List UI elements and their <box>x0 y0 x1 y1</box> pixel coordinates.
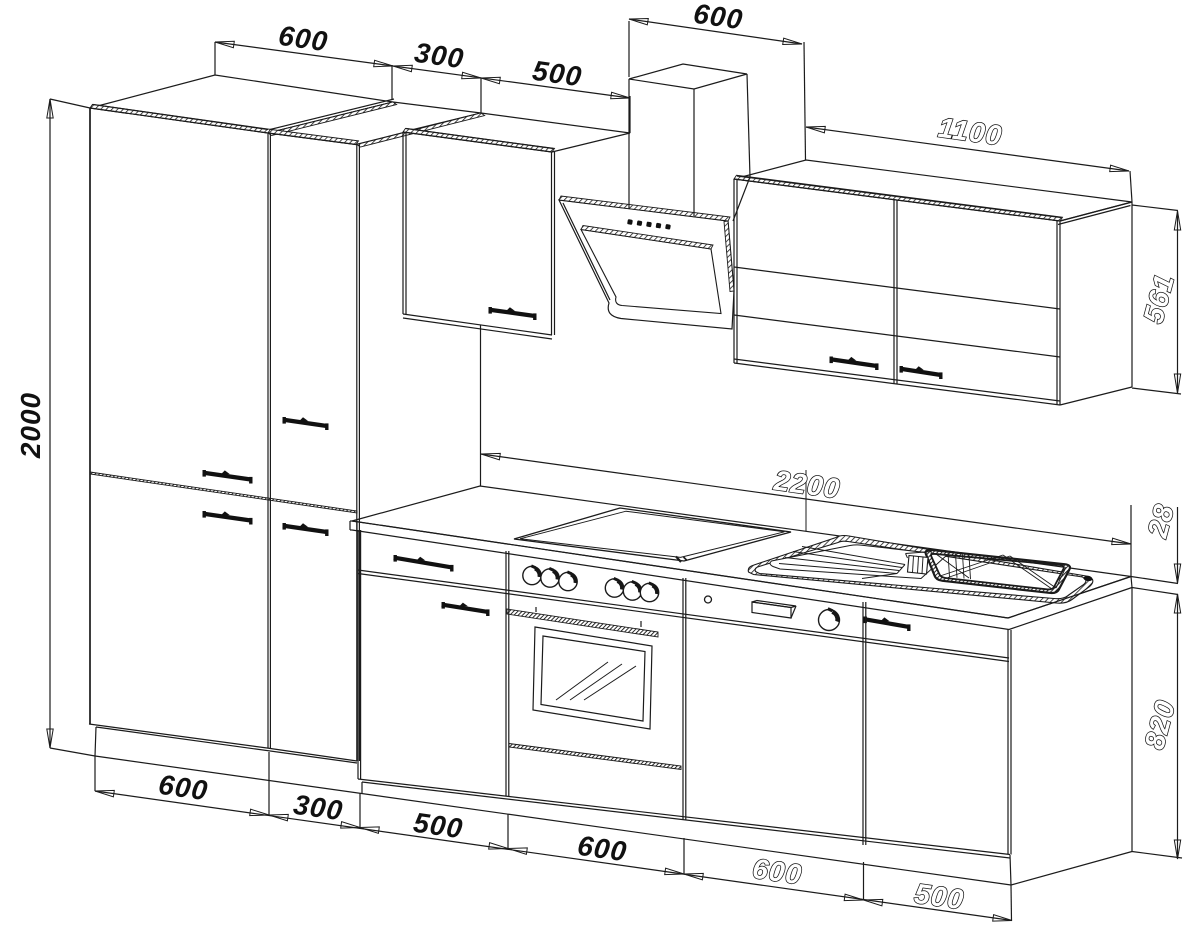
svg-text:500: 500 <box>913 878 967 916</box>
svg-text:300: 300 <box>292 789 346 827</box>
svg-text:500: 500 <box>531 55 585 93</box>
svg-text:600: 600 <box>277 20 331 58</box>
svg-text:600: 600 <box>692 0 746 35</box>
svg-text:2000: 2000 <box>15 392 46 459</box>
svg-text:600: 600 <box>576 830 630 868</box>
svg-text:500: 500 <box>412 807 466 845</box>
svg-text:600: 600 <box>751 853 805 891</box>
svg-text:300: 300 <box>413 37 467 75</box>
svg-text:600: 600 <box>157 769 211 807</box>
